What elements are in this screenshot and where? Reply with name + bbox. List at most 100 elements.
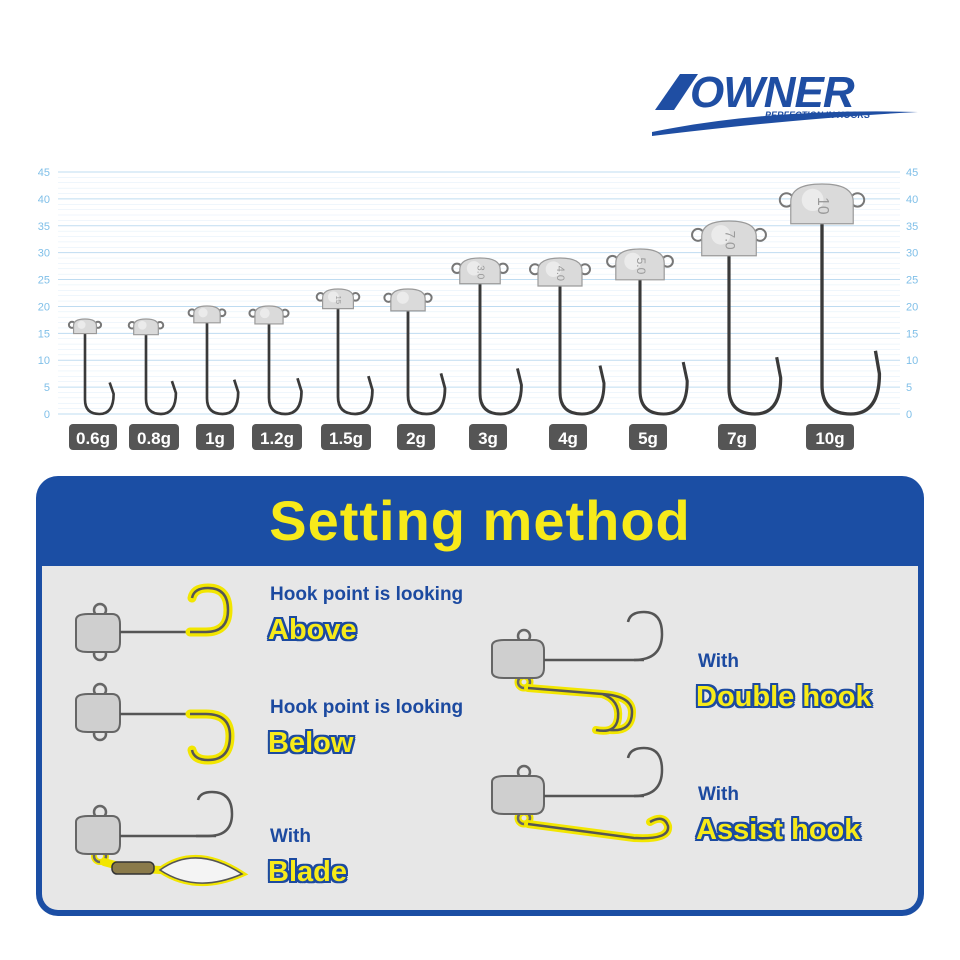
head-highlight xyxy=(545,261,562,278)
jig-head-4: 15 xyxy=(315,288,374,416)
jig-head-3 xyxy=(248,305,303,416)
head-highlight xyxy=(198,308,208,318)
head-highlight xyxy=(327,291,339,303)
weight-label: 1g xyxy=(205,429,225,448)
above-caption: Hook point is looking xyxy=(270,584,464,605)
head-highlight xyxy=(466,261,482,276)
tick-label-right: 10 xyxy=(906,355,918,367)
tick-label-right: 40 xyxy=(906,194,918,206)
weight-label: 3g xyxy=(478,429,498,448)
head-highlight xyxy=(801,188,824,212)
weight-label: 4g xyxy=(558,429,578,448)
weight-stamp: 4.0 xyxy=(554,266,566,281)
weight-label: 1.5g xyxy=(329,429,363,448)
double-hook-caption: With xyxy=(698,651,739,672)
weight-label: 1.2g xyxy=(260,429,294,448)
double-hook-label: Double hook xyxy=(696,681,872,713)
weight-chip xyxy=(718,424,756,450)
weight-chip xyxy=(806,424,854,450)
jig-head-7: 4.0 xyxy=(529,257,606,416)
assist-hook-label: Assist hook xyxy=(696,814,861,846)
head-highlight xyxy=(77,320,86,329)
tick-label-left: 10 xyxy=(38,355,50,367)
weight-chip xyxy=(469,424,507,450)
above-label: Above xyxy=(268,614,357,646)
hook-wire xyxy=(267,320,303,416)
weight-stamp: 5.0 xyxy=(634,258,648,275)
weight-chip xyxy=(129,424,179,450)
head-highlight xyxy=(624,252,642,270)
rig-hook-above xyxy=(75,583,233,662)
head-highlight xyxy=(137,320,147,330)
jig-head-1 xyxy=(127,318,178,416)
logo-swoosh xyxy=(652,74,918,136)
weight-chip xyxy=(196,424,234,450)
hook-wire xyxy=(727,248,783,416)
brand-name: OWNER xyxy=(690,68,855,117)
tick-label-left: 40 xyxy=(38,194,50,206)
below-label: Below xyxy=(268,727,354,759)
jig-head-0 xyxy=(67,318,115,416)
tick-label-left: 15 xyxy=(38,328,50,340)
tick-label-right: 5 xyxy=(906,382,912,394)
hook-wire xyxy=(820,215,882,416)
weight-label: 7g xyxy=(727,429,747,448)
hook-wire xyxy=(478,278,523,416)
jig-head-9: 7.0 xyxy=(691,220,783,416)
assist-hook-caption: With xyxy=(698,784,739,805)
head-highlight xyxy=(259,308,270,319)
rig-hook-below xyxy=(75,682,235,765)
head-highlight xyxy=(711,225,731,245)
head-highlight xyxy=(396,291,409,304)
weight-stamp: 7.0 xyxy=(723,231,738,250)
hook-wire xyxy=(406,306,447,416)
jig-head-10: 10 xyxy=(778,183,882,416)
tick-label-left: 30 xyxy=(38,248,50,260)
jig-head-5 xyxy=(383,288,447,416)
tick-label-left: 45 xyxy=(38,167,50,179)
blade-label: Blade xyxy=(268,856,347,888)
weight-chip xyxy=(629,424,667,450)
weight-label: 5g xyxy=(638,429,658,448)
hook-wire xyxy=(205,319,240,416)
tick-label-left: 0 xyxy=(44,409,50,421)
tick-label-right: 20 xyxy=(906,301,918,313)
jig-head-2 xyxy=(187,305,240,416)
tick-label-right: 45 xyxy=(906,167,918,179)
hook-wire xyxy=(336,304,374,416)
weight-label: 0.8g xyxy=(137,429,171,448)
tick-label-left: 25 xyxy=(38,275,50,287)
brand-tagline: PERFECTION IN HOOKS xyxy=(765,110,871,120)
hook-wire xyxy=(638,273,689,416)
rig-double-hook xyxy=(491,610,664,735)
setting-method-body xyxy=(42,566,918,910)
weight-chip xyxy=(69,424,117,450)
tick-label-left: 20 xyxy=(38,301,50,313)
tick-label-left: 35 xyxy=(38,221,50,233)
hook-wire xyxy=(144,331,178,416)
weight-stamp: 10 xyxy=(814,197,831,215)
tick-label-right: 30 xyxy=(906,248,918,260)
weight-chip xyxy=(397,424,435,450)
weight-chip xyxy=(252,424,302,450)
rig-blade xyxy=(75,790,249,886)
rig-assist-hook xyxy=(491,746,673,843)
tick-label-right: 25 xyxy=(906,275,918,287)
tick-label-right: 0 xyxy=(906,409,912,421)
tick-label-right: 15 xyxy=(906,328,918,340)
weight-stamp: 3.0 xyxy=(474,265,485,279)
weight-chip xyxy=(549,424,587,450)
jig-head-6: 3.0 xyxy=(451,257,523,416)
tick-label-left: 5 xyxy=(44,382,50,394)
weight-label: 2g xyxy=(406,429,426,448)
hook-wire xyxy=(558,280,606,416)
setting-method-title: Setting method xyxy=(269,489,691,552)
tick-label-right: 35 xyxy=(906,221,918,233)
weight-chip xyxy=(321,424,371,450)
below-caption: Hook point is looking xyxy=(270,697,464,718)
weight-label: 10g xyxy=(815,429,844,448)
hook-wire xyxy=(83,330,115,416)
weight-stamp: 15 xyxy=(334,295,343,304)
